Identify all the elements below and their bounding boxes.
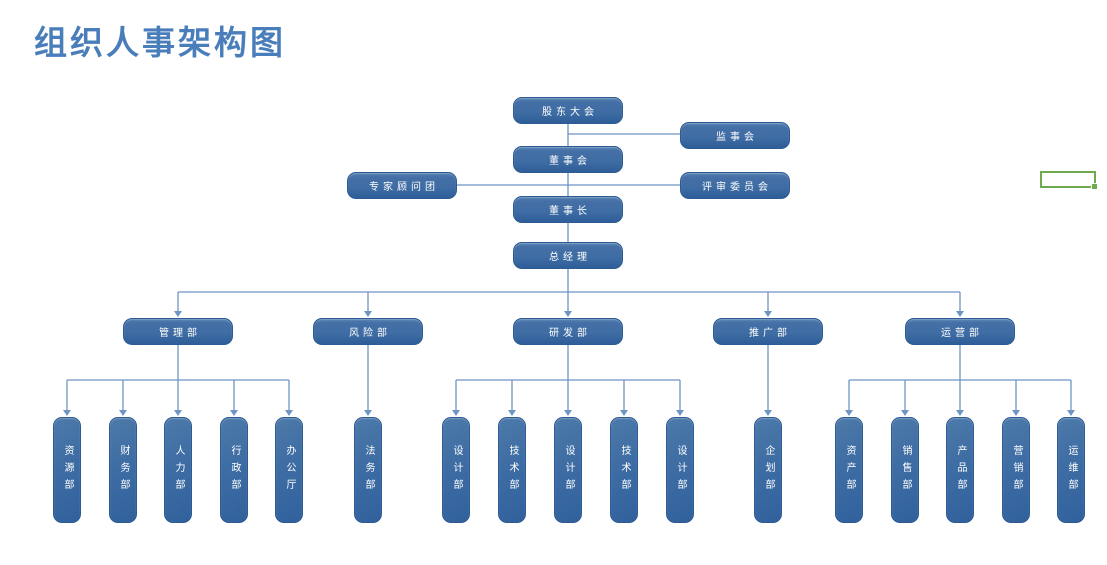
box-label: 资产部 (844, 444, 855, 496)
cell-selection-border[interactable] (1040, 171, 1098, 190)
box-label: 股东大会 (542, 107, 598, 118)
department-box[interactable]: 风险部 (313, 318, 423, 345)
chairman-box[interactable]: 董事长 (513, 196, 623, 223)
box-label: 董事会 (549, 156, 591, 167)
box-label: 监事会 (716, 132, 758, 143)
sub-department-box[interactable]: 行政部 (220, 417, 248, 523)
box-label: 技术部 (507, 444, 518, 496)
sub-department-box[interactable]: 法务部 (354, 417, 382, 523)
box-label: 销售部 (900, 444, 911, 496)
box-label: 办公厅 (284, 444, 295, 496)
box-label: 法务部 (363, 444, 374, 496)
expert-advisory-box[interactable]: 专家顾问团 (347, 172, 457, 199)
department-box[interactable]: 推广部 (713, 318, 823, 345)
box-label: 设计部 (451, 444, 462, 496)
sub-department-box[interactable]: 设计部 (554, 417, 582, 523)
sub-department-box[interactable]: 资源部 (53, 417, 81, 523)
box-label: 人力部 (173, 444, 184, 496)
supervisory-board-box[interactable]: 监事会 (680, 122, 790, 149)
sub-department-box[interactable]: 设计部 (666, 417, 694, 523)
box-label: 董事长 (549, 206, 591, 217)
box-label: 财务部 (118, 444, 129, 496)
box-label: 技术部 (619, 444, 630, 496)
box-label: 设计部 (675, 444, 686, 496)
sub-department-box[interactable]: 营销部 (1002, 417, 1030, 523)
box-label: 推广部 (749, 328, 791, 339)
box-label: 管理部 (159, 328, 201, 339)
board-of-directors-box[interactable]: 董事会 (513, 146, 623, 173)
review-committee-box[interactable]: 评审委员会 (680, 172, 790, 199)
fill-handle[interactable] (1091, 183, 1098, 190)
sub-department-box[interactable]: 销售部 (891, 417, 919, 523)
box-label: 营销部 (1011, 444, 1022, 496)
general-manager-box[interactable]: 总经理 (513, 242, 623, 269)
sub-department-box[interactable]: 产品部 (946, 417, 974, 523)
sub-department-box[interactable]: 人力部 (164, 417, 192, 523)
box-label: 企划部 (763, 444, 774, 496)
department-box[interactable]: 管理部 (123, 318, 233, 345)
sub-department-box[interactable]: 办公厅 (275, 417, 303, 523)
box-label: 评审委员会 (702, 182, 772, 193)
box-label: 产品部 (955, 444, 966, 496)
sub-department-box[interactable]: 运维部 (1057, 417, 1085, 523)
box-label: 专家顾问团 (369, 182, 439, 193)
sub-department-box[interactable]: 财务部 (109, 417, 137, 523)
sub-department-box[interactable]: 企划部 (754, 417, 782, 523)
box-label: 行政部 (229, 444, 240, 496)
department-box[interactable]: 运营部 (905, 318, 1015, 345)
department-box[interactable]: 研发部 (513, 318, 623, 345)
box-label: 运营部 (941, 328, 983, 339)
page-title: 组织人事架构图 (34, 23, 286, 62)
box-label: 运维部 (1066, 444, 1077, 496)
box-label: 风险部 (349, 328, 391, 339)
sub-department-box[interactable]: 技术部 (498, 417, 526, 523)
sub-department-box[interactable]: 设计部 (442, 417, 470, 523)
box-label: 总经理 (549, 252, 591, 263)
box-label: 资源部 (62, 444, 73, 496)
sub-department-box[interactable]: 资产部 (835, 417, 863, 523)
box-label: 设计部 (563, 444, 574, 496)
box-label: 研发部 (549, 328, 591, 339)
sub-department-box[interactable]: 技术部 (610, 417, 638, 523)
shareholders-meeting-box[interactable]: 股东大会 (513, 97, 623, 124)
